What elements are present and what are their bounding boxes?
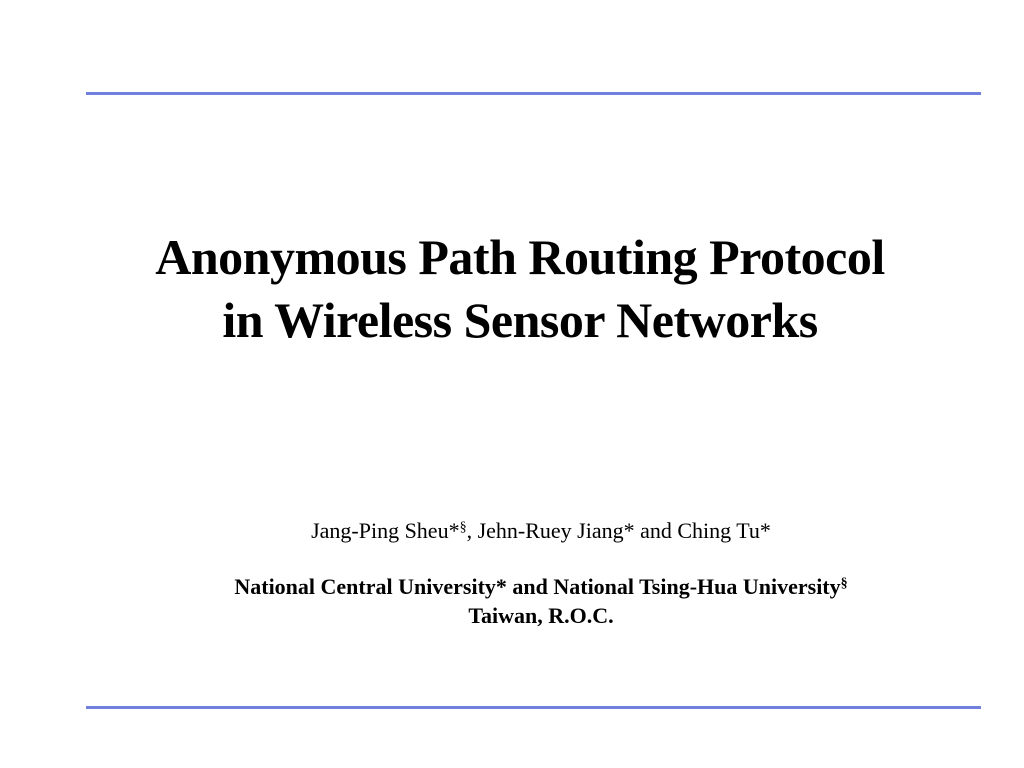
bottom-divider <box>86 706 981 709</box>
authors: Jang-Ping Sheu*§, Jehn-Ruey Jiang* and C… <box>0 517 1024 545</box>
affiliation-line-1: National Central University* and Nationa… <box>234 574 841 599</box>
author-1-footnote-mark: § <box>459 520 467 535</box>
top-divider <box>86 92 981 95</box>
slide-title: Anonymous Path Routing Protocol in Wirel… <box>0 226 1024 352</box>
affiliation-footnote-mark: § <box>840 576 848 591</box>
title-line-1: Anonymous Path Routing Protocol <box>155 229 885 285</box>
author-1: Jang-Ping Sheu* <box>311 518 460 543</box>
authors-rest: , Jehn-Ruey Jiang* and Ching Tu* <box>466 518 771 543</box>
title-line-2: in Wireless Sensor Networks <box>222 292 818 348</box>
affiliation-line-2: Taiwan, R.O.C. <box>468 603 614 628</box>
affiliation: National Central University* and Nationa… <box>0 572 1024 630</box>
